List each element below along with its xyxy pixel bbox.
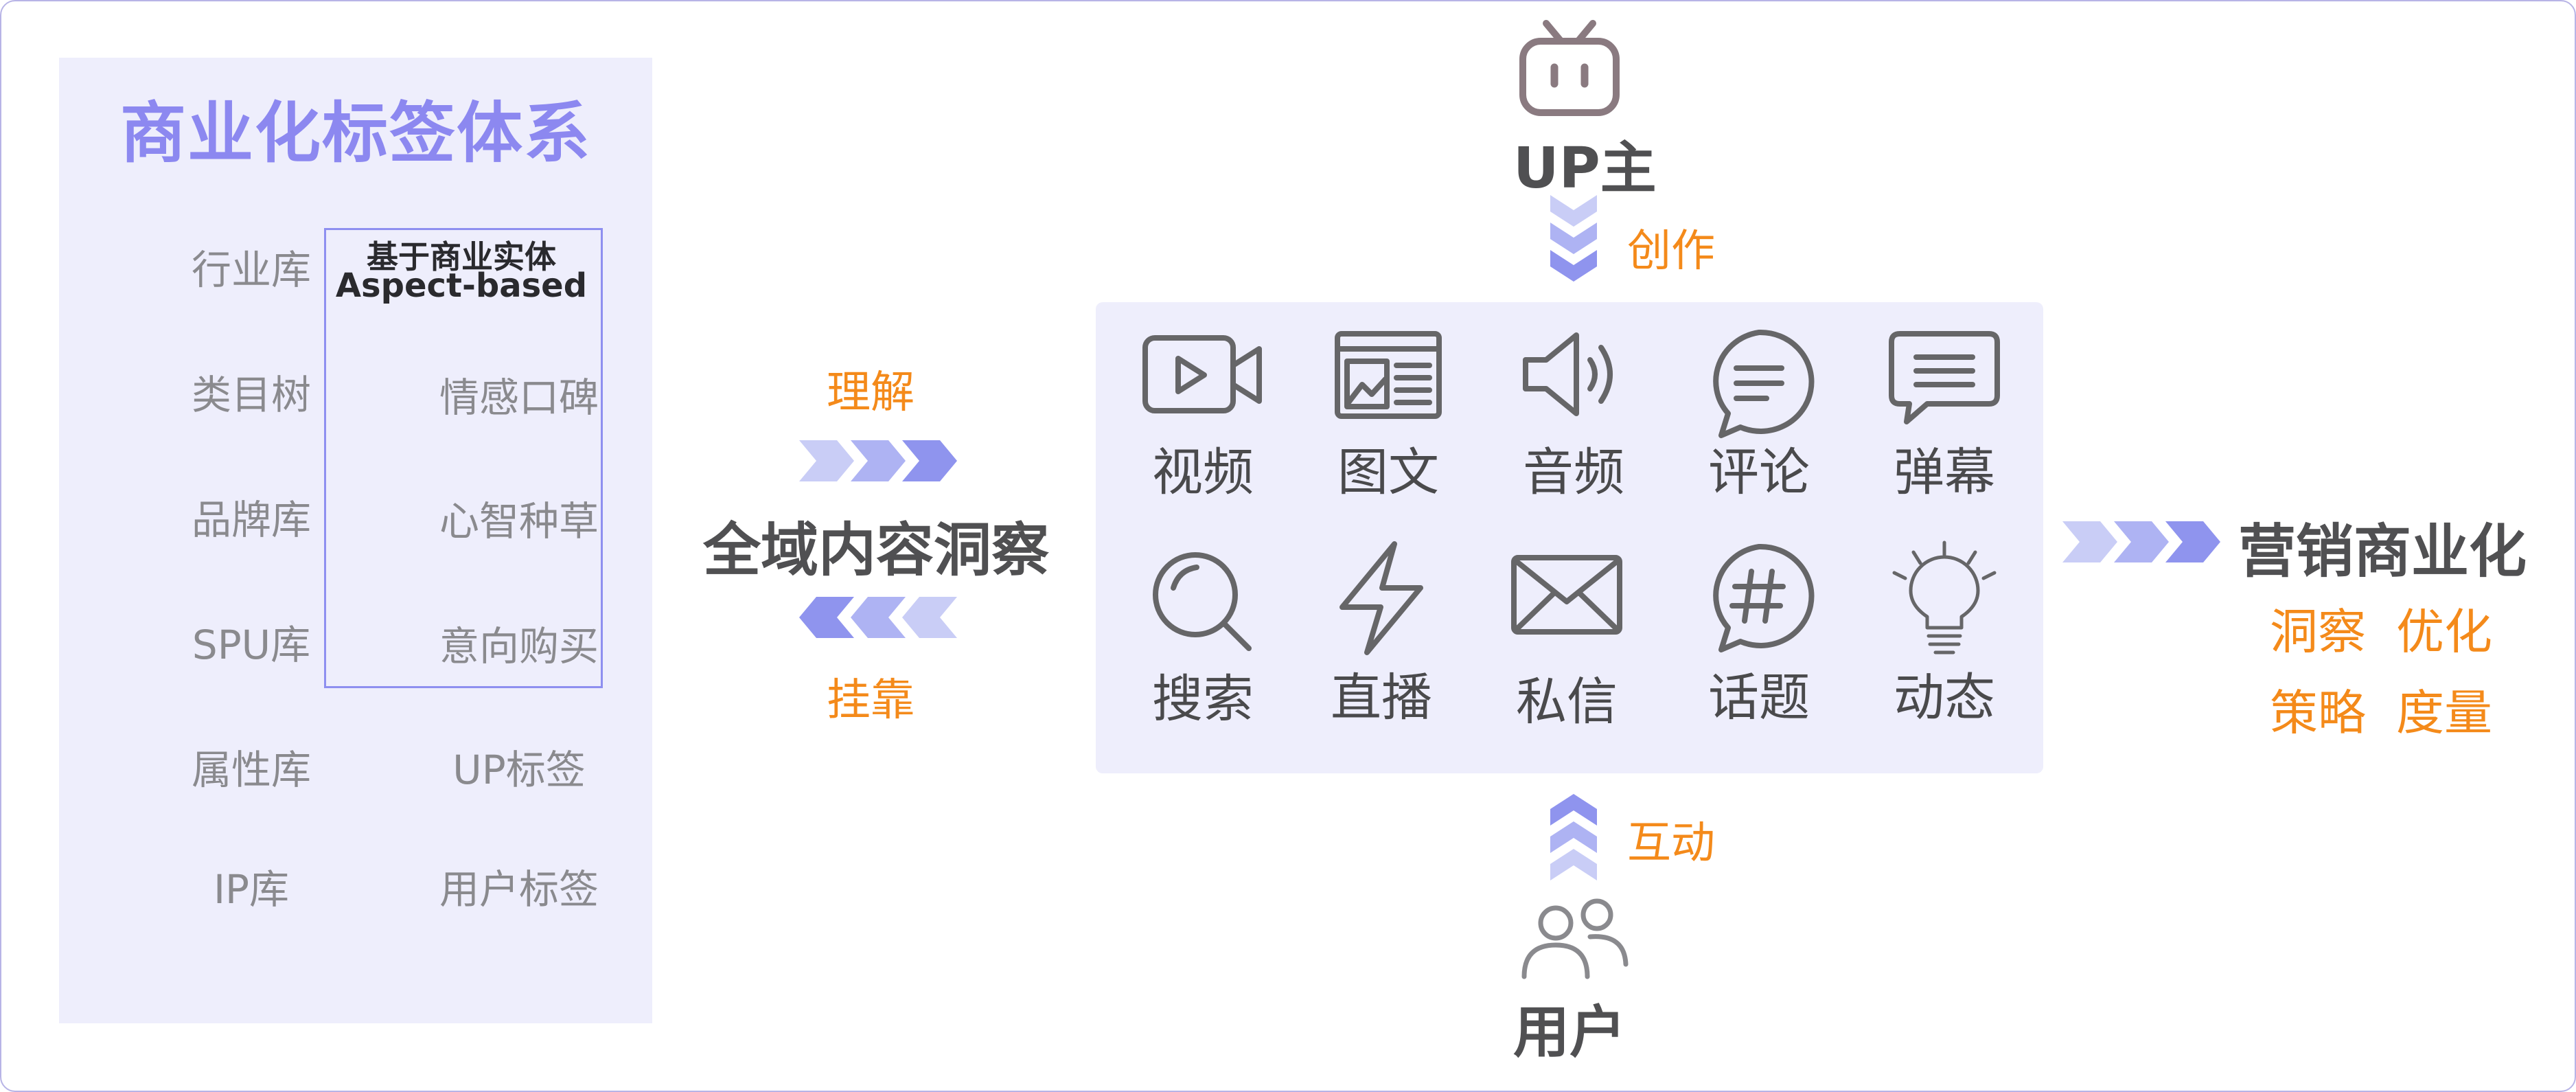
article-icon <box>1335 331 1442 419</box>
tag-spu: SPU库 <box>192 622 311 668</box>
content-topic-label: 话题 <box>1708 668 1810 727</box>
content-message-label: 私信 <box>1516 672 1618 731</box>
content-article-label: 图文 <box>1337 443 1439 502</box>
content-search: 搜索 <box>1127 545 1278 731</box>
content-audio: 音频 <box>1498 330 1649 505</box>
search-icon <box>1153 552 1252 651</box>
content-topic: 话题 <box>1683 540 1835 730</box>
tag-up: UP标签 <box>452 747 586 793</box>
mail-icon <box>1511 555 1622 635</box>
content-audio-label: 音频 <box>1523 443 1624 502</box>
tag-industry: 行业库 <box>191 247 311 293</box>
aspect-based-box <box>324 228 603 688</box>
tag-purchase-intent: 意向购买 <box>439 623 599 670</box>
tag-category-tree: 类目树 <box>191 372 311 418</box>
content-video-label: 视频 <box>1152 443 1254 502</box>
video-icon <box>1142 335 1262 413</box>
marketing-strategy: 策略 <box>2270 685 2366 741</box>
comment-icon <box>1713 329 1815 438</box>
understand-label: 理解 <box>827 367 915 418</box>
marketing-insight: 洞察 <box>2270 604 2366 660</box>
audio-icon <box>1523 332 1613 416</box>
tv-mascot-icon <box>1519 20 1620 116</box>
tag-sentiment: 情感口碑 <box>439 374 599 421</box>
content-danmaku: 弹幕 <box>1869 330 2020 505</box>
content-dynamic: 动态 <box>1869 540 2020 730</box>
aspect-subtitle: Aspect-based <box>335 266 588 305</box>
content-message: 私信 <box>1491 551 1642 734</box>
aspect-title: 基于商业实体 <box>367 238 556 275</box>
right-chevrons-icon <box>799 440 957 481</box>
up-chevrons-icon <box>1550 794 1597 880</box>
tag-attribute: 属性库 <box>191 747 311 793</box>
user-label: 用户 <box>1513 1000 1626 1065</box>
marketing-optimize: 优化 <box>2396 604 2492 660</box>
content-comment: 评论 <box>1683 326 1835 505</box>
attach-label: 挂靠 <box>827 675 915 726</box>
interact-label: 互动 <box>1627 818 1715 869</box>
down-chevrons-icon <box>1550 195 1597 282</box>
create-label: 创作 <box>1627 226 1715 277</box>
tag-mindshare: 心智种草 <box>439 498 599 545</box>
bulb-icon <box>1892 541 1997 655</box>
lightning-icon <box>1339 541 1423 655</box>
content-article: 图文 <box>1313 330 1464 505</box>
danmaku-icon <box>1889 331 2000 424</box>
content-comment-label: 评论 <box>1708 443 1810 502</box>
tag-system-panel: 商业化标签体系 行业库 类目树 品牌库 SPU库 属性库 IP库 基于商业实体 … <box>59 58 652 1023</box>
content-live: 直播 <box>1306 540 1457 730</box>
marketing-measure: 度量 <box>2396 685 2492 741</box>
content-types-panel: 视频 图文 音频 评论 <box>1096 302 2043 773</box>
content-live-label: 直播 <box>1331 668 1432 727</box>
content-search-label: 搜索 <box>1152 670 1254 729</box>
left-chevrons-icon <box>799 597 957 638</box>
marketing-title: 营销商业化 <box>2238 518 2527 585</box>
hashtag-icon <box>1713 543 1815 652</box>
tag-user: 用户标签 <box>439 866 599 913</box>
tag-ip: IP库 <box>213 866 290 913</box>
content-danmaku-label: 弹幕 <box>1894 443 1995 502</box>
content-video: 视频 <box>1127 330 1278 505</box>
content-dynamic-label: 动态 <box>1894 668 1995 727</box>
up-creator-label: UP主 <box>1513 136 1657 201</box>
content-insight-title: 全域内容洞察 <box>703 516 1050 584</box>
users-icon <box>1521 898 1629 979</box>
tag-system-title: 商业化标签体系 <box>120 95 591 172</box>
tag-brand: 品牌库 <box>191 497 311 543</box>
right-chevrons-icon-2 <box>2062 521 2220 562</box>
